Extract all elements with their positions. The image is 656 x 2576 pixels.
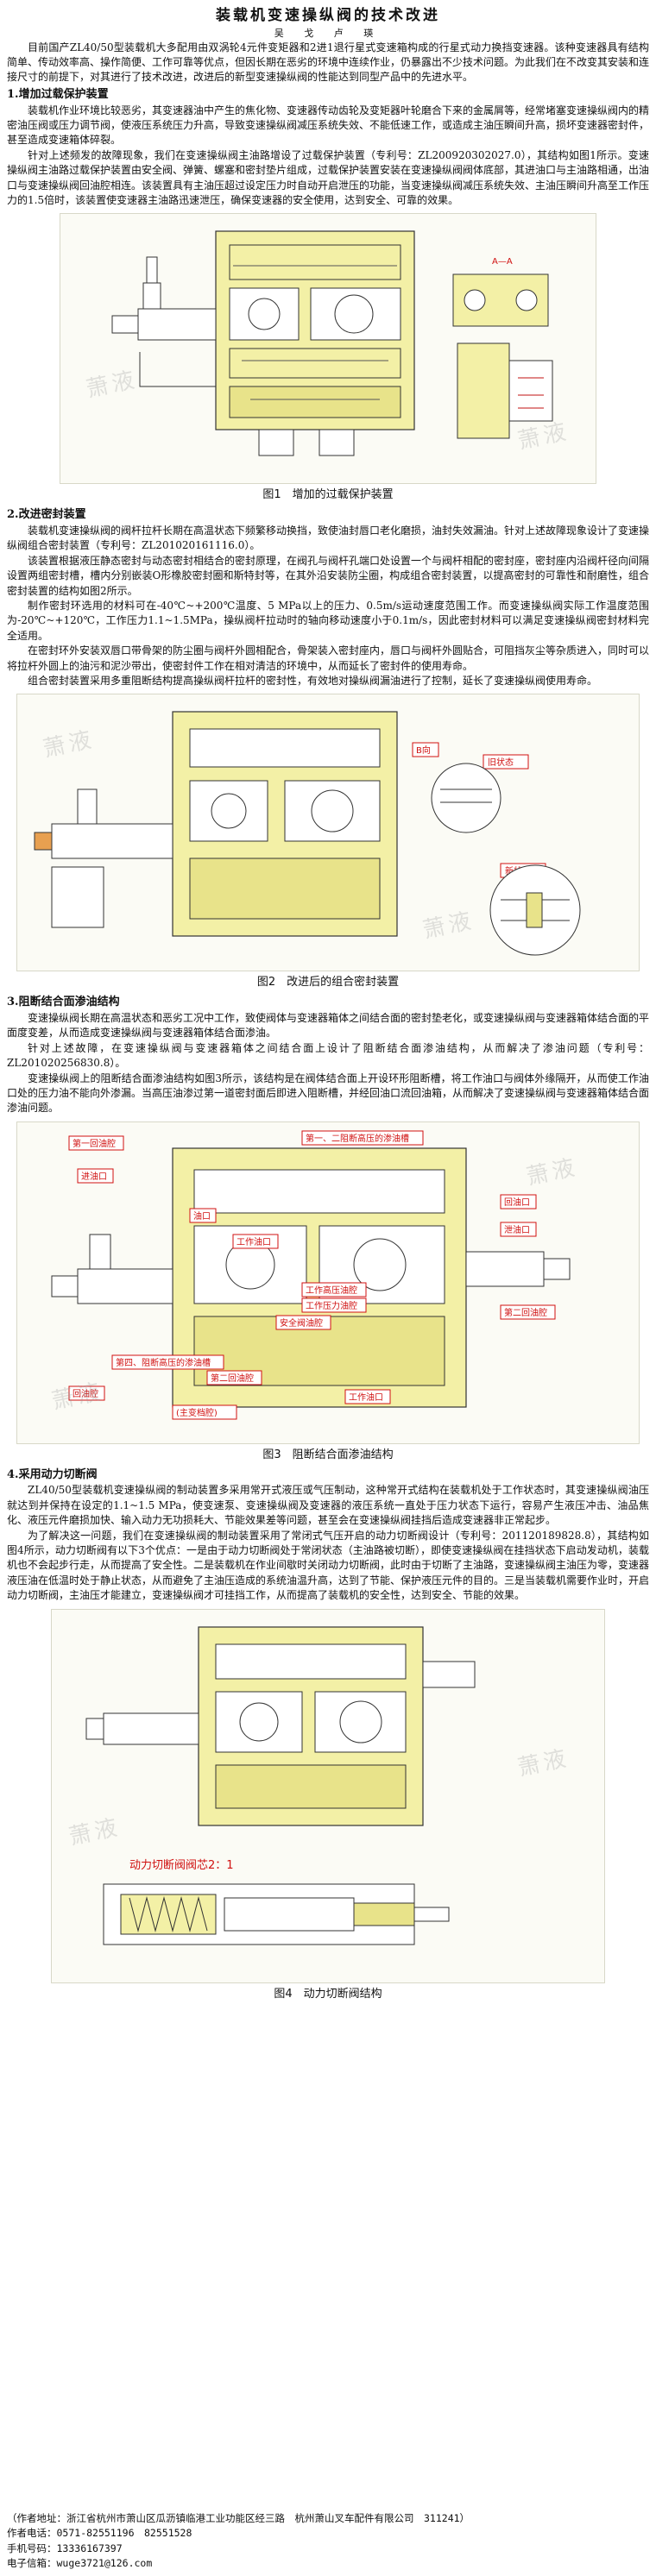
figure-3-label: 回油腔 <box>73 1388 98 1399</box>
figure-3-label-box <box>500 1222 537 1237</box>
figure-3-label-box <box>301 1297 367 1313</box>
figure-3-label: 安全阀油腔 <box>280 1317 323 1329</box>
footer-address: 浙江省杭州市萧山区瓜沥镇临港工业功能区经三路 杭州萧山叉车配件有限公司 3112… <box>66 2512 470 2524</box>
section-paragraph: 装载机作业环境比较恶劣，其变速器油中产生的焦化物、变速器传动齿轮及变矩器叶轮磨合… <box>7 104 650 147</box>
article-author: 吴 戈 卢 瑛 <box>274 27 382 39</box>
article-title: 装载机变速操纵阀的技术改进 <box>216 7 440 24</box>
figure-3-label-box <box>68 1385 105 1401</box>
section-heading: 2.改进密封装置 <box>7 508 86 522</box>
figure-4-detail-label: 动力切断阀阀芯2：1 <box>129 1859 234 1872</box>
figure-3-label: (主变档腔) <box>176 1407 218 1418</box>
footer-mobile-label: 手机号码： <box>7 2541 57 2554</box>
figure-3-label: 进油口 <box>81 1171 107 1182</box>
figure-3-label: 第一、二阻断高压的渗油槽 <box>306 1133 409 1144</box>
figure-3-label-box <box>500 1304 556 1320</box>
figure-3-label: 工作压力油腔 <box>306 1300 357 1311</box>
section-heading: 1.增加过载保护装置 <box>7 87 109 101</box>
section-paragraph: 装载机变速操纵阀的阀杆拉杆长期在高温状态下频繁移动换挡，致使油封唇口老化磨损，油… <box>7 525 650 552</box>
figure-3-label-box <box>172 1404 237 1420</box>
figure-caption: 图1 增加的过载保护装置 <box>262 488 394 502</box>
figure-1: A—A 萧液 萧液 <box>60 213 596 485</box>
figure-3-label-box <box>301 1130 424 1146</box>
footer-email-label: 电子信箱： <box>7 2556 57 2569</box>
figure-3-label-box <box>206 1370 262 1385</box>
figure-3-label-box <box>68 1135 124 1151</box>
section-paragraph: 该装置根据液压静态密封与动态密封相结合的密封原理，在阀孔与阀杆孔端口处设置一个与… <box>7 554 650 597</box>
article-page: 装载机变速操纵阀的技术改进 吴 戈 卢 瑛 目前国产ZL40/50型装载机大多配… <box>0 5 656 2576</box>
section-paragraph: 变速操纵阀上的阻断结合面渗油结构如图3所示，该结构是在阀体结合面上开设环形阻断槽… <box>7 1071 650 1115</box>
footer-address-label: （作者地址： <box>7 2512 66 2524</box>
figure-1-section-label: A—A <box>492 257 513 267</box>
figure-3-label-box <box>275 1315 331 1330</box>
section-paragraph: 组合密封装置采用多重阻断结构提高操纵阀杆拉杆的密封性，有效地对操纵阀漏油进行了控… <box>28 674 598 687</box>
figure-caption: 图2 改进后的组合密封装置 <box>256 976 400 990</box>
figure-3-label-box <box>77 1168 114 1184</box>
figure-3-label-box <box>344 1389 391 1404</box>
section-paragraph: 制作密封环选用的材料可在-40℃~+200℃温度、5 MPa以上的压力、0.5m… <box>7 599 649 642</box>
footer-phone-line: 作者电话：0571-82551196 82551528 <box>7 2526 649 2541</box>
figure-3-label: 第二回油腔 <box>211 1373 254 1384</box>
figure-caption: 图4 动力切断阀结构 <box>274 1987 382 2001</box>
figure-3-label-box <box>111 1354 224 1370</box>
author-contact: （作者地址：浙江省杭州市萧山区瓜沥镇临港工业功能区经三路 杭州萧山叉车配件有限公… <box>7 2511 649 2571</box>
figure-2: B向 旧状态 新状态 萧液 萧液 <box>16 694 640 972</box>
figure-4: 动力切断阀阀芯2：1 萧液 萧液 <box>51 1608 605 1983</box>
section-paragraph: ZL40/50型装载机变速操纵阀的制动装置多采用常开式液压或气压制动，这种常开式… <box>7 1484 649 1527</box>
figure-2-label-b: B向 <box>416 745 431 756</box>
section-paragraph: 变速操纵阀长期在高温状态和恶劣工况中工作，致使阀体与变速器箱体之间结合面的密封垫… <box>7 1012 650 1040</box>
figure-3-labels: 第一回油腔第一、二阻断高压的渗油槽进油口回油口油口泄油口工作油口工作高压油腔工作… <box>68 1130 556 1420</box>
section-heading: 3.阻断结合面渗油结构 <box>7 996 120 1009</box>
footer-phone-label: 作者电话： <box>7 2527 57 2540</box>
figure-caption: 图3 阻断结合面渗油结构 <box>262 1448 394 1461</box>
figure-3-label-box <box>232 1234 279 1249</box>
section-paragraph: 为了解决这一问题，我们在变速操纵阀的制动装置采用了常闭式气压开启的动力切断阀设计… <box>7 1529 650 1602</box>
figure-3: 第一回油腔第一、二阻断高压的渗油槽进油口回油口油口泄油口工作油口工作高压油腔工作… <box>16 1121 640 1444</box>
figure-3-label: 工作油口 <box>237 1236 271 1247</box>
figure-3-label: 油口 <box>193 1210 211 1222</box>
section-heading: 4.采用动力切断阀 <box>7 1467 98 1481</box>
figure-3-label: 泄油口 <box>504 1224 530 1235</box>
figure-2-drawing: B向 旧状态 新状态 <box>34 711 581 956</box>
footer-email: wuge3721@126.com <box>56 2556 153 2569</box>
figure-3-label: 工作高压油腔 <box>306 1285 357 1296</box>
footer-mobile-line: 手机号码：13336167397 <box>7 2541 649 2556</box>
figure-1-drawing: A—A <box>111 230 553 456</box>
footer-address-line: （作者地址：浙江省杭州市萧山区瓜沥镇临港工业功能区经三路 杭州萧山叉车配件有限公… <box>7 2511 649 2526</box>
section-paragraph: 针对上述故障，在变速操纵阀与变速器箱体之间结合面上设计了阻断结合面渗油结构，从而… <box>7 1041 649 1070</box>
figure-3-label: 工作油口 <box>349 1392 383 1403</box>
footer-phone: 0571-82551196 82551528 <box>56 2527 192 2540</box>
section-paragraph: 在密封环外安装双唇口带骨架的防尘圈与阀杆外圆相配合，骨架装入密封座内，唇口与阀杆… <box>7 644 650 672</box>
figure-3-label: 第二回油腔 <box>504 1307 547 1318</box>
figure-3-label-box <box>189 1208 217 1223</box>
footer-mobile: 13336167397 <box>56 2541 123 2554</box>
figure-3-label: 第一回油腔 <box>73 1138 116 1149</box>
section-paragraph: 针对上述频发的故障现象，我们在变速操纵阀主油路增设了过载保护装置（专利号：ZL2… <box>7 148 650 206</box>
figure-3-drawing: 第一回油腔第一、二阻断高压的渗油槽进油口回油口油口泄油口工作油口工作高压油腔工作… <box>51 1130 571 1420</box>
figure-3-label: 回油口 <box>504 1197 530 1208</box>
figure-4-drawing: 动力切断阀阀芯2：1 <box>85 1625 476 1945</box>
figure-2-label-old: 旧状态 <box>488 757 514 768</box>
figure-3-label-box <box>301 1282 367 1297</box>
figure-3-label-box <box>500 1194 537 1209</box>
figure-3-label: 第四、阻断高压的渗油槽 <box>116 1357 211 1368</box>
footer-email-line: 电子信箱：wuge3721@126.com <box>7 2556 649 2571</box>
intro-paragraph: 目前国产ZL40/50型装载机大多配用由双涡轮4元件变矩器和2进1退行星式变速箱… <box>7 41 650 84</box>
